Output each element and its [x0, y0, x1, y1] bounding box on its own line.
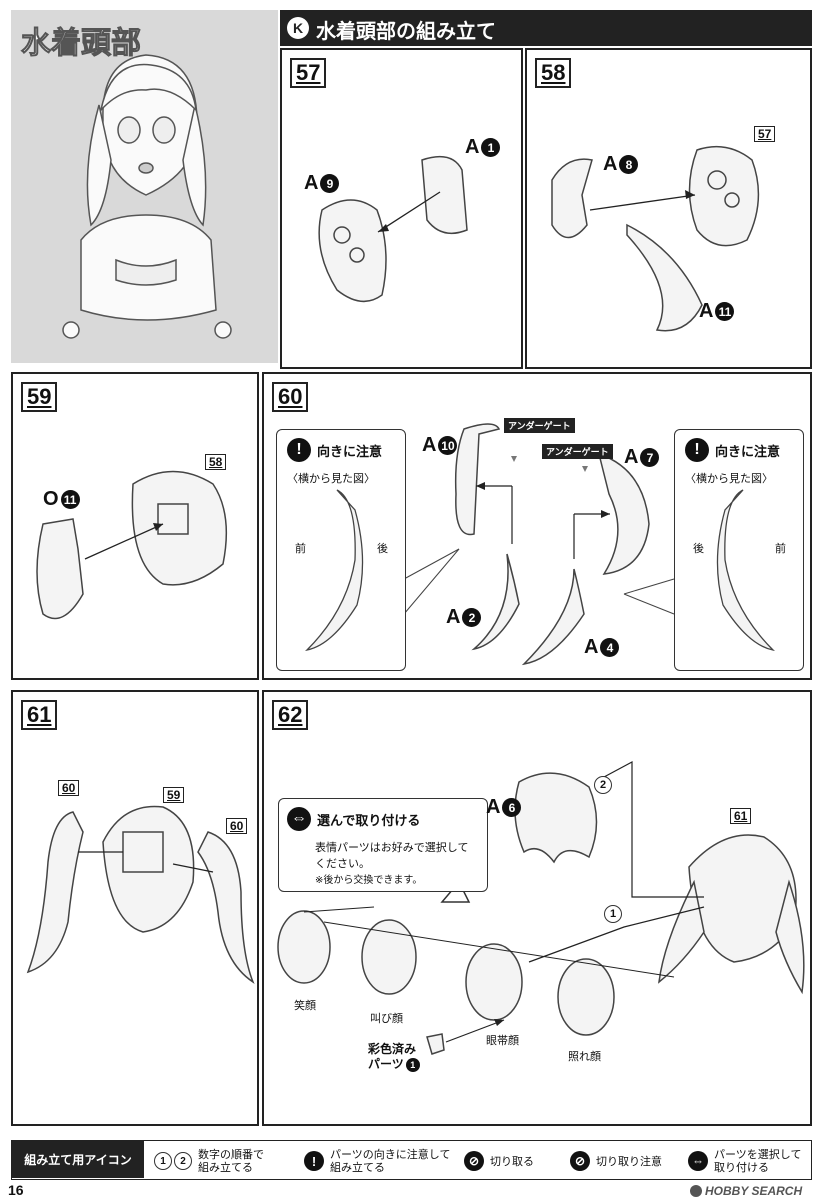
- section-title: 水着頭部: [21, 26, 142, 62]
- order-2-badge: 2: [594, 776, 612, 794]
- select-parts-note: ⇔ 選んで取り付ける 表情パーツはお好みで選択して ください。 ※後から交換でき…: [278, 798, 488, 892]
- hobby-search-logo-icon: [690, 1185, 702, 1197]
- step-number: 59: [21, 382, 58, 412]
- step-number: 60: [272, 382, 309, 412]
- select-parts-icon: ⇔: [688, 1151, 708, 1171]
- header-subtitle: 水着頭部の組み立て: [316, 19, 496, 43]
- back-label: 後: [693, 542, 704, 555]
- assembly-icon-legend: 組み立て用アイコン 1 2 数字の順番で 組み立てる ! パーツの向きに注意して…: [11, 1140, 812, 1180]
- character-preview-panel: 水着頭部: [11, 10, 278, 363]
- step-59-diagram: [36, 470, 228, 620]
- legend-item-number-order: 1 2 数字の順番で 組み立てる: [154, 1141, 264, 1181]
- k-badge-icon: K: [287, 17, 309, 39]
- step-58-diagram: [551, 145, 760, 332]
- cut-icon: ⊘: [464, 1151, 484, 1171]
- ref-step-60-left: 60: [58, 780, 80, 796]
- step-number: 57: [290, 58, 327, 88]
- under-gate-label-2: アンダーゲート: [542, 444, 613, 459]
- front-label: 前: [295, 542, 306, 555]
- number-order-icon: 1 2: [154, 1152, 192, 1170]
- legend-item-orientation: ! パーツの向きに注意して 組み立てる: [304, 1141, 450, 1181]
- step-61-panel: 61 60 59 60: [11, 690, 259, 1126]
- warning-icon: !: [287, 438, 311, 462]
- face-label-shout: 叫び顔: [370, 1012, 403, 1025]
- watermark: HOBBY SEARCH: [690, 1184, 802, 1198]
- ref-step-58: 58: [205, 454, 227, 470]
- front-label: 前: [775, 542, 786, 555]
- step-number: 61: [21, 700, 58, 730]
- back-label: 後: [377, 542, 388, 555]
- step-60-diagram: [403, 423, 675, 666]
- colored-part-label: 彩色済み パーツ 1: [368, 1042, 420, 1072]
- order-1-badge: 1: [604, 905, 622, 923]
- legend-title: 組み立て用アイコン: [12, 1141, 144, 1178]
- step-57-diagram: [318, 155, 468, 303]
- step-60-panel: 60 ! 向きに注意 〈横から見た図〉 前 後: [262, 372, 812, 680]
- face-label-smile: 笑顔: [294, 999, 316, 1012]
- step-61-diagram: [26, 805, 255, 984]
- step-number: 62: [272, 700, 309, 730]
- warning-icon: !: [304, 1151, 324, 1171]
- step-number: 58: [535, 58, 572, 88]
- legend-item-cut-caution: ⊘ 切り取り注意: [570, 1141, 662, 1181]
- side-view-icon: [305, 489, 364, 652]
- face-label-blush: 照れ顔: [568, 1050, 601, 1063]
- step-62-panel: 62 ⇔ 選んで取り付ける 表情パーツはお好みで選択して ください。 ※後から交…: [262, 690, 812, 1126]
- orientation-note-left: ! 向きに注意 〈横から見た図〉 前 後: [276, 429, 406, 671]
- face-label-eyepatch: 眼帯顔: [486, 1034, 519, 1047]
- legend-item-select-parts: ⇔ パーツを選択して 取り付ける: [688, 1141, 801, 1181]
- cut-caution-icon: ⊘: [570, 1151, 590, 1171]
- character-illustration: [62, 54, 232, 339]
- page-number: 16: [8, 1182, 24, 1198]
- warning-icon: !: [685, 438, 709, 462]
- header-bar: [280, 10, 812, 46]
- side-view-icon: [716, 489, 775, 652]
- ref-step-57: 57: [754, 126, 776, 142]
- ref-step-61: 61: [730, 808, 752, 824]
- ref-step-59: 59: [163, 787, 185, 803]
- ref-step-60-right: 60: [226, 818, 248, 834]
- select-parts-icon: ⇔: [287, 807, 311, 831]
- legend-item-cut: ⊘ 切り取る: [464, 1141, 534, 1181]
- orientation-note-right: ! 向きに注意 〈横から見た図〉 後 前: [674, 429, 804, 671]
- step-62-diagram: [277, 760, 805, 1055]
- under-gate-label-1: アンダーゲート: [504, 418, 575, 433]
